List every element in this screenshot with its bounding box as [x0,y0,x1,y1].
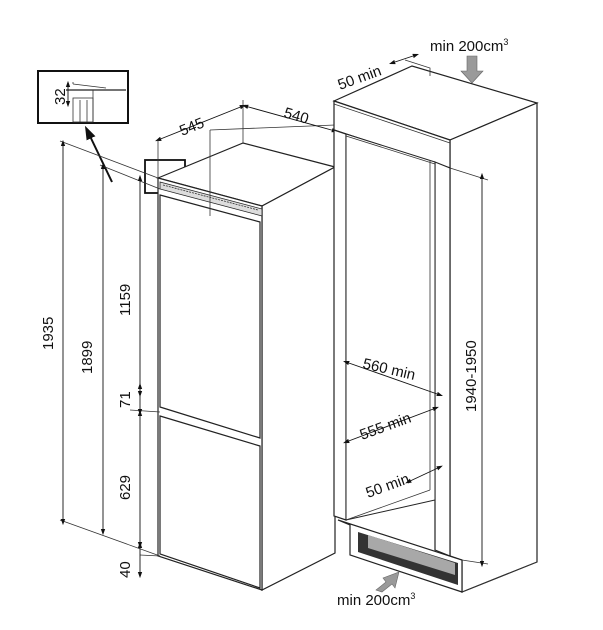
dim-niche-height: 1940-1950 [463,340,480,412]
bottom-vent-arrow-icon [375,571,400,593]
top-vent-label: min 200cm3 [430,37,508,55]
dim-upper-door-1159: 1159 [117,284,134,316]
detail-inset: 32 [37,70,186,194]
top-vent-arrow-icon [460,55,484,84]
dim-width-540: 540 [282,105,311,128]
dim-inset-32: 32 [52,88,69,105]
dim-depth-545: 545 [177,115,207,140]
dim-height-1899: 1899 [79,341,96,374]
bottom-vent-label: min 200cm3 [337,591,415,609]
appliance-drawing [59,124,337,591]
bottom-vent-text: min 200cm [337,592,410,609]
dim-plinth-40: 40 [117,561,134,578]
callout-arrow-icon [84,125,113,183]
dim-gap-71: 71 [117,391,134,408]
top-vent-sup: 3 [503,37,508,47]
bottom-vent-sup: 3 [410,591,415,601]
cabinet-drawing [332,59,539,593]
dim-height-1935: 1935 [40,317,57,350]
dim-lower-door-629: 629 [117,475,134,500]
top-vent-text: min 200cm [430,38,503,55]
